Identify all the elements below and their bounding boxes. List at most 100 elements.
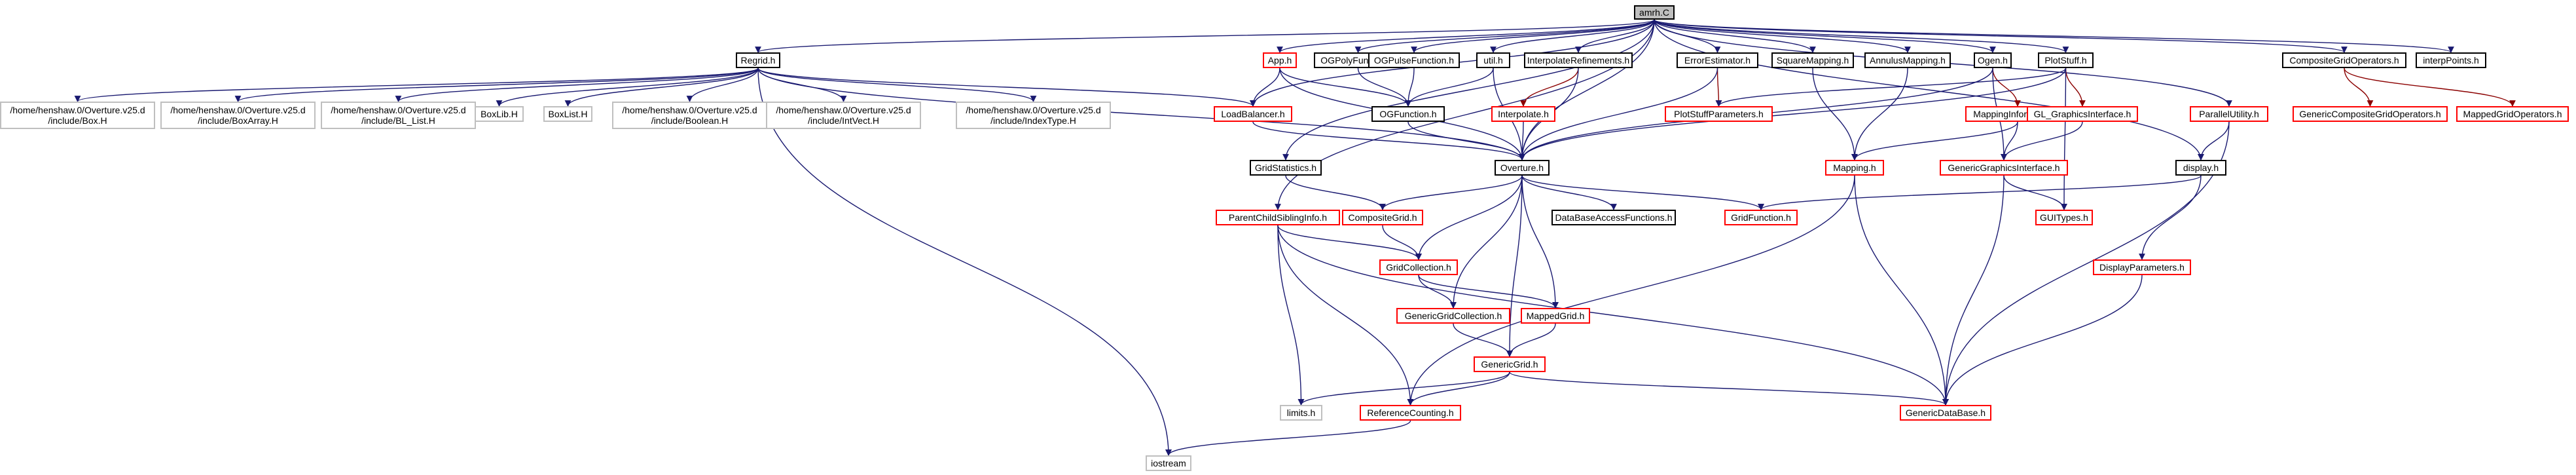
edge-pcsi-refcount: [1277, 225, 1414, 406]
edge-regrid-box: [74, 67, 759, 102]
node-regrid[interactable]: Regrid.h: [736, 52, 780, 68]
edge-regrid-boxarray: [234, 67, 759, 102]
node-amrh[interactable]: amrh.C: [1634, 5, 1675, 20]
edge-gridcoll-gengridcoll: [1418, 275, 1457, 309]
node-bllist[interactable]: /home/henshaw.0/Overture.v25.d /include/…: [321, 102, 476, 129]
node-intvect[interactable]: /home/henshaw.0/Overture.v25.d /include/…: [766, 102, 921, 129]
node-guitypes[interactable]: GUITypes.h: [2035, 210, 2093, 225]
edge-pcsi-limits: [1277, 225, 1305, 406]
node-plotstuff[interactable]: PlotStuff.h: [2038, 52, 2094, 68]
node-dbaccess[interactable]: DataBaseAccessFunctions.h: [1551, 210, 1676, 225]
node-box[interactable]: /home/henshaw.0/Overture.v25.d /include/…: [0, 102, 155, 129]
edge-mapping-refcount: [1407, 175, 1855, 406]
edge-display-dispparams: [2139, 175, 2202, 260]
edge-regrid-boolean: [686, 67, 759, 102]
node-compgridops[interactable]: CompositeGridOperators.h: [2282, 52, 2406, 68]
edge-regrid-boxlib: [496, 67, 759, 107]
edge-util-ogfunc: [1405, 67, 1494, 107]
edge-refcount-iostream: [1165, 420, 1411, 456]
edge-amrh-ogen: [1654, 19, 1996, 53]
node-iostream[interactable]: iostream: [1146, 455, 1191, 471]
node-gridstats[interactable]: GridStatistics.h: [1250, 160, 1322, 176]
node-annulus[interactable]: AnnulusMapping.h: [1864, 52, 1951, 68]
node-ogfunc[interactable]: OGFunction.h: [1371, 106, 1445, 122]
node-gridcoll[interactable]: GridCollection.h: [1379, 259, 1458, 275]
edge-squaremap-mapping: [1812, 67, 1858, 161]
node-interpolate[interactable]: Interpolate.h: [1491, 106, 1555, 122]
edge-compgrid-gridcoll: [1382, 225, 1422, 260]
edge-overture-gengridcoll: [1450, 175, 1523, 309]
node-errest[interactable]: ErrorEstimator.h: [1677, 52, 1758, 68]
edge-overture-compgrid: [1379, 175, 1523, 210]
edge-gridstats-compgrid: [1285, 175, 1386, 210]
edge-annulus-mapping: [1851, 67, 1908, 161]
edge-mappedgrid-gengrid: [1506, 323, 1556, 357]
edge-parutil-display: [2198, 121, 2230, 161]
node-gencompops[interactable]: GenericCompositeGridOperators.h: [2293, 106, 2448, 122]
node-overture[interactable]: Overture.h: [1495, 160, 1550, 176]
edge-overture-dbaccess: [1521, 175, 1617, 210]
edge-regrid-bllist: [395, 67, 759, 102]
edge-pcsi-gendb: [1277, 225, 1949, 406]
node-refcount[interactable]: ReferenceCounting.h: [1360, 405, 1461, 421]
node-boxlist[interactable]: BoxList.H: [543, 106, 592, 122]
node-compgrid[interactable]: CompositeGrid.h: [1342, 210, 1423, 225]
node-boxlib[interactable]: BoxLib.H: [475, 106, 524, 122]
node-boolean[interactable]: /home/henshaw.0/Overture.v25.d /include/…: [612, 102, 767, 129]
edge-plotstuff-overture: [1519, 67, 2067, 161]
edge-mapping-gendb: [1854, 175, 1949, 406]
node-gendb[interactable]: GenericDataBase.h: [1900, 405, 1991, 421]
node-gengi[interactable]: GenericGraphicsInterface.h: [1940, 160, 2068, 176]
edge-compgridops-mappedops: [2344, 67, 2516, 107]
edge-overture-gridcoll: [1415, 175, 1523, 260]
node-mappedgrid[interactable]: MappedGrid.h: [1521, 308, 1590, 324]
edge-dispparams-gendb: [1942, 275, 2143, 406]
node-mapping[interactable]: Mapping.h: [1825, 160, 1884, 176]
node-interppoints[interactable]: interpPoints.h: [2416, 52, 2486, 68]
edge-amrh-annulus: [1654, 19, 1911, 53]
edge-gengi-guitypes: [2003, 175, 2067, 210]
edge-regrid-indextype: [757, 67, 1037, 102]
node-plotparams[interactable]: PlotStuffParameters.h: [1665, 106, 1773, 122]
edge-app-ogfunc: [1279, 67, 1411, 107]
node-mappedops[interactable]: MappedGridOperators.h: [2456, 106, 2569, 122]
edge-amrh-ogpulse: [1411, 19, 1655, 53]
node-glgi[interactable]: GL_GraphicsInterface.h: [2027, 106, 2138, 122]
edge-errest-overture: [1519, 67, 1718, 161]
node-loadbal[interactable]: LoadBalancer.h: [1214, 106, 1292, 122]
edge-regrid-overture: [757, 67, 1525, 161]
edge-gengrid-gendb: [1509, 371, 1949, 406]
node-limits[interactable]: limits.h: [1280, 405, 1322, 421]
edge-amrh-compgridops: [1654, 19, 2348, 53]
edge-gengrid-limits: [1297, 371, 1510, 406]
edge-ogen-mapinfo: [1992, 67, 2021, 107]
node-display[interactable]: display.h: [2175, 160, 2226, 176]
edge-regrid-boxlist: [564, 67, 759, 107]
node-gengridcoll[interactable]: GenericGridCollection.h: [1396, 308, 1510, 324]
edge-glgi-gengi: [2001, 121, 2083, 161]
edge-app-loadbal: [1250, 67, 1280, 107]
node-gridfunc[interactable]: GridFunction.h: [1724, 210, 1798, 225]
node-app[interactable]: App.h: [1263, 52, 1297, 68]
node-pcsi[interactable]: ParentChildSiblingInfo.h: [1216, 210, 1340, 225]
node-ogpulse[interactable]: OGPulseFunction.h: [1368, 52, 1460, 68]
edge-regrid-iostream: [757, 67, 1172, 456]
node-indextype[interactable]: /home/henshaw.0/Overture.v25.d /include/…: [956, 102, 1111, 129]
node-dispparams[interactable]: DisplayParameters.h: [2093, 259, 2191, 275]
node-boxarray[interactable]: /home/henshaw.0/Overture.v25.d /include/…: [160, 102, 316, 129]
node-gengrid[interactable]: GenericGrid.h: [1474, 356, 1546, 372]
edge-loadbal-overture: [1252, 121, 1525, 161]
edge-amrh-ogpoly: [1354, 19, 1655, 53]
edge-compgridops-gencompops: [2344, 67, 2374, 107]
node-ogen[interactable]: Ogen.h: [1974, 52, 2012, 68]
node-util[interactable]: util.h: [1476, 52, 1510, 68]
node-squaremap[interactable]: SquareMapping.h: [1771, 52, 1854, 68]
edge-interpolate-overture: [1519, 121, 1525, 161]
edge-amrh-interppoints: [1654, 19, 2454, 53]
edge-gengrid-refcount: [1407, 371, 1510, 406]
edge-plotstuff-guitypes: [2061, 67, 2067, 210]
node-parutil[interactable]: ParallelUtility.h: [2190, 106, 2268, 122]
node-interpref[interactable]: InterpolateRefinements.h: [1524, 52, 1633, 68]
edge-amrh-display: [1654, 19, 2204, 161]
